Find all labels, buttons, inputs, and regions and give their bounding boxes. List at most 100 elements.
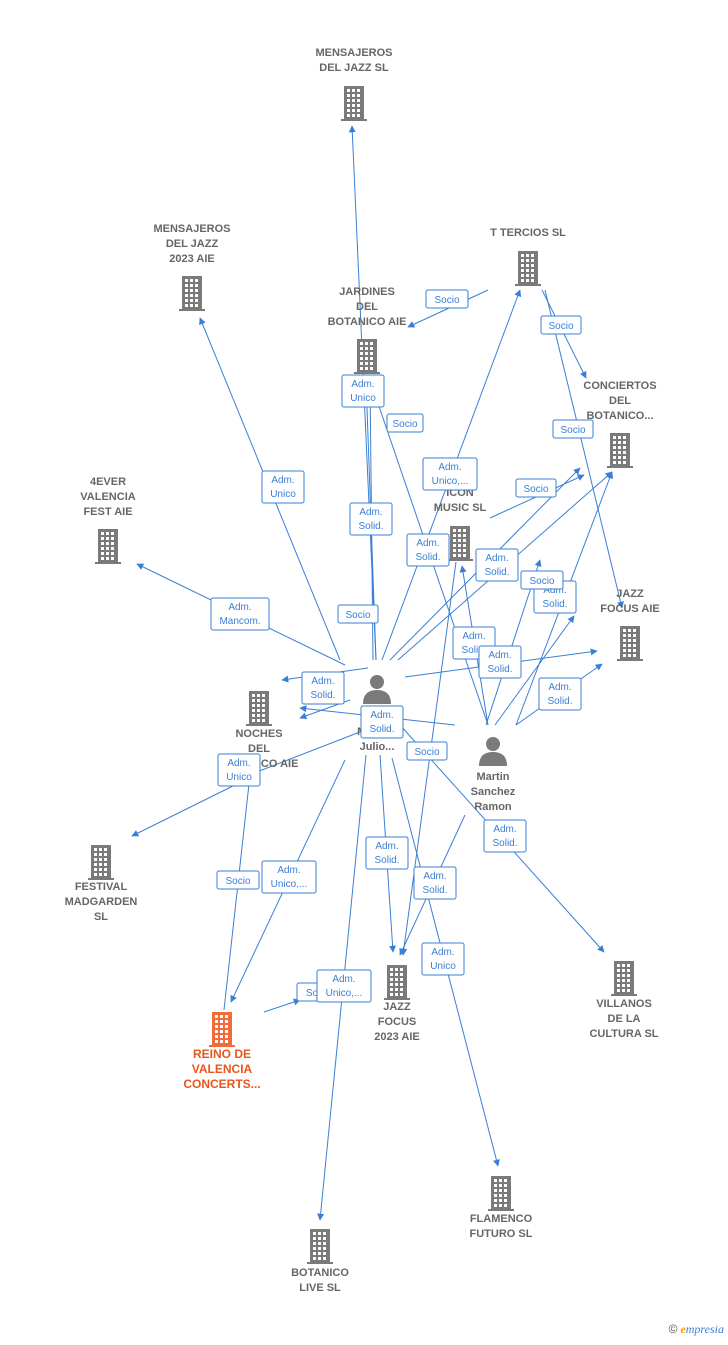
- relation-badge[interactable]: Adm.Unico: [341, 374, 385, 408]
- relation-label: Socio: [548, 321, 573, 332]
- relation-badge[interactable]: Adm.Solid.: [365, 836, 409, 870]
- relation-badge[interactable]: Socio: [216, 870, 260, 890]
- node-label: T TERCIOS SL: [490, 227, 566, 239]
- relation-box: [478, 645, 522, 679]
- relation-label: Adm.: [438, 462, 461, 473]
- relation-badge[interactable]: Adm.Solid.: [538, 677, 582, 711]
- relation-box: [406, 741, 448, 761]
- relation-badge[interactable]: Socio: [515, 478, 557, 498]
- relation-badge[interactable]: Adm.Solid.: [301, 671, 345, 705]
- relation-box: [337, 604, 379, 624]
- relation-label: Unico: [226, 772, 252, 783]
- relation-box: [365, 836, 409, 870]
- relation-box: [216, 870, 260, 890]
- relation-label: Unico,...: [326, 988, 363, 999]
- relation-box: [421, 942, 465, 976]
- relation-label: Solid.: [422, 885, 447, 896]
- relation-box: [217, 753, 261, 787]
- relation-label: Socio: [529, 576, 554, 587]
- node-label: MADGARDEN: [65, 896, 138, 908]
- node-label: FESTIVAL: [75, 881, 128, 893]
- relation-badge[interactable]: Adm.Unico: [261, 470, 305, 504]
- relation-badge[interactable]: Socio: [520, 570, 564, 590]
- node-label: CONCIERTOS: [583, 380, 656, 392]
- relation-label: Socio: [434, 295, 459, 306]
- relation-badge[interactable]: Socio: [386, 413, 424, 433]
- relation-badge[interactable]: Adm.Unico,...: [422, 457, 478, 491]
- relation-label: Socio: [345, 610, 370, 621]
- relation-box: [386, 413, 424, 433]
- relation-badge[interactable]: Adm.Solid.: [406, 533, 450, 567]
- node-label: DE LA: [608, 1013, 641, 1025]
- relation-badge[interactable]: Adm.Solid.: [475, 548, 519, 582]
- node-label: JAZZ: [616, 588, 644, 600]
- building-icon: [354, 339, 380, 374]
- relation-label: Adm.: [423, 871, 446, 882]
- relation-badge[interactable]: Adm.Unico: [217, 753, 261, 787]
- node-label: BOTANICO...: [586, 410, 653, 422]
- relation-label: Unico: [270, 489, 296, 500]
- relation-badge[interactable]: Adm. Solid.: [349, 502, 393, 536]
- relation-box: [301, 671, 345, 705]
- relation-label: Socio: [560, 425, 585, 436]
- relation-badge[interactable]: Adm.Unico,...: [316, 969, 372, 1003]
- node-reino[interactable]: REINO DEVALENCIACONCERTS...: [183, 1012, 261, 1091]
- relation-label: Solid.: [369, 724, 394, 735]
- relation-badge[interactable]: Socio: [540, 315, 582, 335]
- relation-badge[interactable]: Adm.Unico,...: [261, 860, 317, 894]
- building-icon: [607, 433, 633, 468]
- relation-label: Unico,...: [271, 879, 308, 890]
- relation-box: [316, 969, 372, 1003]
- relation-label: Solid.: [374, 855, 399, 866]
- node-conciertos[interactable]: CONCIERTOSDELBOTANICO...: [583, 380, 657, 468]
- relation-badge[interactable]: Adm.Solid.: [478, 645, 522, 679]
- node-label: FUTURO SL: [470, 1228, 533, 1240]
- edge-14: [131, 779, 246, 837]
- relation-label: Solid.: [310, 690, 335, 701]
- relation-box: [406, 533, 450, 567]
- empresia-watermark[interactable]: ©empresia: [669, 1322, 724, 1337]
- building-icon: [246, 691, 272, 726]
- node-label: BOTANICO AIE: [328, 316, 407, 328]
- node-t-tercios[interactable]: T TERCIOS SL: [490, 227, 566, 286]
- building-icon: [617, 626, 643, 661]
- relation-badge[interactable]: Socio: [406, 741, 448, 761]
- relation-badge[interactable]: Adm.Solid.: [483, 819, 527, 853]
- relation-badge[interactable]: Adm. Solid.: [413, 866, 457, 900]
- relation-badge[interactable]: Socio: [425, 289, 469, 309]
- relation-label: Unico: [430, 961, 456, 972]
- node-label: VALENCIA: [80, 491, 135, 503]
- building-icon: [488, 1176, 514, 1211]
- relation-label: Solid.: [547, 696, 572, 707]
- relation-label: Adm.: [485, 553, 508, 564]
- relation-label: Adm.: [431, 947, 454, 958]
- relation-label: Solid.: [358, 521, 383, 532]
- relation-badge[interactable]: Socio: [337, 604, 379, 624]
- relation-label: Adm.: [359, 507, 382, 518]
- relation-label: Solid.: [415, 552, 440, 563]
- relation-label: Adm.: [351, 379, 374, 390]
- relation-badge[interactable]: Adm.Mancom.: [210, 597, 270, 631]
- relation-box: [483, 819, 527, 853]
- relation-badge[interactable]: Socio: [552, 419, 594, 439]
- node-label: JAZZ: [383, 1001, 411, 1013]
- building-icon: [447, 526, 473, 561]
- relation-badge[interactable]: Adm. Unico: [421, 942, 465, 976]
- node-label: Julio...: [360, 741, 395, 753]
- relation-label: Solid.: [492, 838, 517, 849]
- node-label: 4EVER: [90, 476, 126, 488]
- relation-badge[interactable]: Adm.Solid.: [360, 705, 404, 739]
